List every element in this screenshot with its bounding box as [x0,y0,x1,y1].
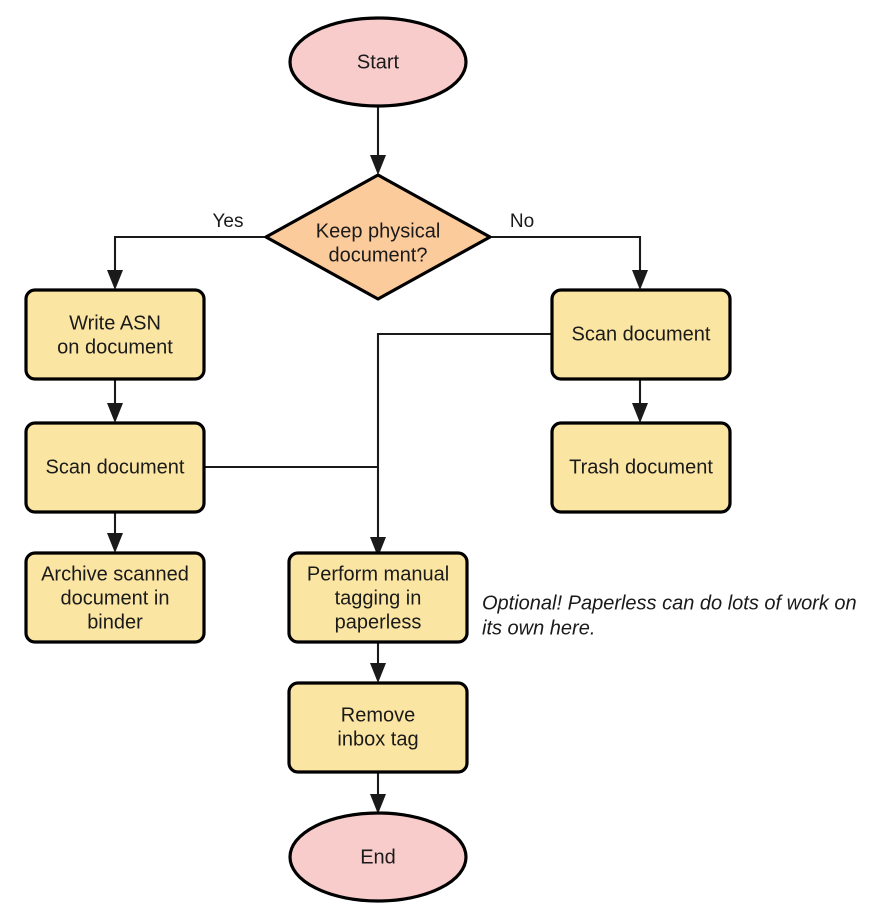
remove-inbox-tag-box[interactable] [287,681,469,774]
node-archive-scanned-document[interactable]: Archive scanned document in binder [24,551,206,644]
write-asn-box[interactable] [24,288,206,381]
note-line-2: its own here. [482,617,595,639]
node-decision-keep-physical-document[interactable]: Keep physical document? [264,173,492,301]
tagging-box[interactable] [287,551,469,644]
node-scan-document-left[interactable]: Scan document [24,421,206,514]
edge-scan-right-to-tagging [376,332,552,551]
tagging-label-line3: paperless [335,611,422,633]
decision-label-line2: document? [329,244,428,266]
arrowhead-start-to-decision [370,155,386,175]
arrowhead-scan-left-to-archive [107,533,123,553]
archive-label-line3: binder [87,611,143,633]
node-write-asn[interactable]: Write ASN on document [24,288,206,381]
archive-box[interactable] [24,551,206,644]
scan-document-left-label: Scan document [46,456,185,478]
edge-yes-to-write-asn [113,235,266,278]
arrowhead-no-to-scan-right [632,270,648,290]
node-remove-inbox-tag[interactable]: Remove inbox tag [287,681,469,774]
start-label: Start [357,51,400,73]
arrowhead-trunk-to-tagging [370,537,386,557]
arrowhead-yes-to-write-asn [107,270,123,290]
node-start[interactable]: Start [288,16,468,108]
note-line-1: Optional! Paperless can do lots of work … [482,592,857,614]
optional-note: Optional! Paperless can do lots of work … [482,592,857,639]
edge-label-yes: Yes [213,211,244,232]
arrowhead-scan-right-to-trash [632,403,648,423]
write-asn-label-line1: Write ASN [69,312,161,334]
arrowhead-write-asn-to-scan-left [107,403,123,423]
node-end[interactable]: End [288,811,468,903]
start-ellipse[interactable] [288,16,468,108]
end-ellipse[interactable] [288,811,468,903]
scan-document-left-box[interactable] [24,421,206,514]
tagging-label-line2: tagging in [335,587,422,609]
remove-inbox-label-line2: inbox tag [337,728,418,750]
arrowhead-remove-inbox-to-end [370,794,386,814]
remove-inbox-label-line1: Remove [341,704,415,726]
edge-label-no: No [510,211,534,232]
write-asn-label-line2: on document [57,336,173,358]
edge-layer [107,104,648,814]
archive-label-line2: document in [61,587,170,609]
trash-document-label: Trash document [569,456,713,478]
node-perform-manual-tagging[interactable]: Perform manual tagging in paperless [287,551,469,644]
decision-label-line1: Keep physical [316,220,441,242]
node-trash-document[interactable]: Trash document [550,421,732,514]
node-scan-document-right[interactable]: Scan document [550,288,732,381]
decision-diamond[interactable] [264,173,492,301]
scan-document-right-label: Scan document [572,323,711,345]
archive-label-line1: Archive scanned [41,563,189,585]
tagging-label-line1: Perform manual [307,563,449,585]
edge-no-to-scan-right [490,235,642,278]
arrowhead-tagging-to-remove-inbox [370,663,386,683]
scan-document-right-box[interactable] [550,288,732,381]
trash-document-box[interactable] [550,421,732,514]
end-label: End [360,846,396,868]
